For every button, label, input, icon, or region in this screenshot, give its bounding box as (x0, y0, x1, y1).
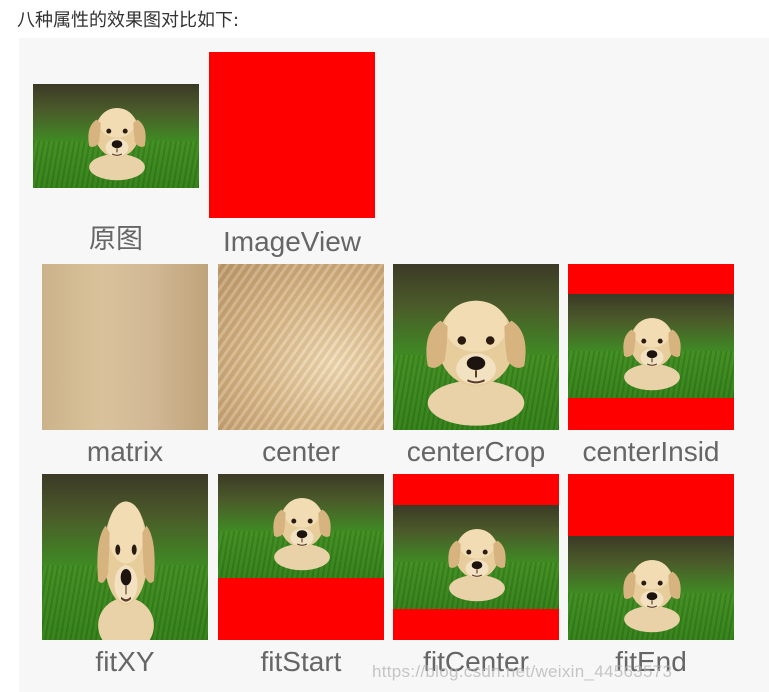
caption-fitxy: fitXY (95, 646, 155, 677)
imageview-red-box (209, 52, 375, 218)
caption-fitcenter: fitCenter (423, 646, 529, 677)
center-image (218, 264, 384, 430)
centerinside-image (568, 264, 734, 430)
dog-picture (405, 264, 547, 430)
fitcenter-image (393, 474, 559, 640)
original-image (33, 84, 199, 188)
caption-original: 原图 (89, 224, 143, 255)
fitend-image (568, 474, 734, 640)
dog-picture (436, 505, 518, 609)
dog-picture (611, 536, 693, 640)
dog-picture (85, 474, 167, 640)
dog-picture (76, 84, 158, 188)
caption-matrix: matrix (86, 436, 164, 467)
caption-imageview: ImageView (222, 226, 361, 257)
fitxy-image (42, 474, 208, 640)
dog-picture (611, 294, 693, 398)
fitstart-image (218, 474, 384, 640)
caption-center: center (262, 436, 340, 467)
caption-centerinside: centerInsid (582, 436, 720, 467)
dog-picture (261, 474, 343, 578)
centercrop-image (393, 264, 559, 430)
comparison-figure: 原图 ImageView matrix center centerCrop ce… (19, 38, 769, 692)
caption-centercrop: centerCrop (406, 436, 546, 467)
matrix-image (42, 264, 208, 430)
caption-fitend: fitEnd (615, 646, 687, 677)
watermark: https://blog.csdn.net/weixin_44563573 (372, 662, 673, 681)
intro-text: 八种属性的效果图对比如下: (17, 10, 240, 31)
caption-fitstart: fitStart (260, 646, 342, 677)
